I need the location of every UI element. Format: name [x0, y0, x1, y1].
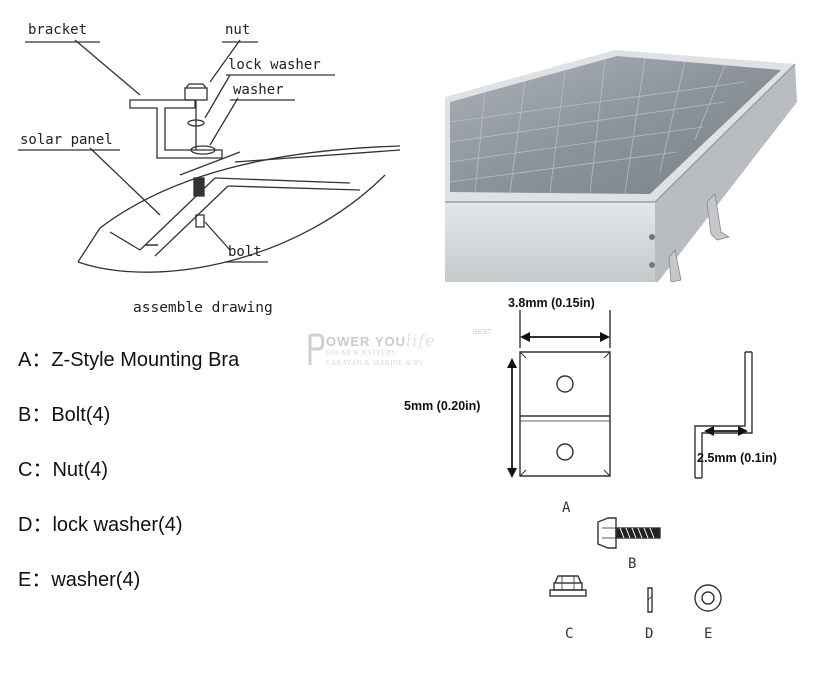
- plate-hole-top: [556, 375, 574, 393]
- nut-shape: [184, 87, 208, 101]
- panel-cells: [450, 56, 781, 194]
- part-list-item-a: A：Z-Style Mounting Bra: [18, 349, 240, 371]
- dim-depth: 2.5mm (0.1in): [697, 451, 777, 465]
- dim-height: 5mm (0.20in): [404, 399, 481, 413]
- components-drawing: [507, 310, 753, 613]
- part-letter-e: E: [704, 626, 713, 642]
- part-list-item-b: B：Bolt(4): [18, 404, 111, 426]
- panel-frame-side: [655, 64, 797, 282]
- label-washer: washer: [233, 82, 284, 98]
- part-letter-a: A: [562, 500, 571, 516]
- washer-part-outer: [694, 584, 722, 612]
- watermark-line1: SOLAR & BATTERY: [326, 349, 397, 357]
- part-list-item-d: D：lock washer(4): [18, 514, 183, 536]
- bracket-shape: [129, 99, 223, 159]
- dim-width: 3.8mm (0.15in): [508, 296, 595, 310]
- assembly-drawing: [18, 39, 401, 273]
- bracket-plate: [519, 351, 611, 477]
- panel-frame-front: [445, 202, 655, 282]
- bolt-head: [195, 214, 205, 228]
- brand-watermark: OWER YOUlife BEST SOLAR & BATTERY CARAVA…: [308, 325, 518, 375]
- watermark-line2: CARAVAN & MARINE & RV: [326, 359, 424, 367]
- bracket-side-profile: [694, 351, 753, 479]
- label-bracket: bracket: [28, 22, 88, 38]
- lockwasher-shape: [187, 119, 205, 127]
- label-nut: nut: [225, 22, 251, 38]
- watermark-brand: OWER YOU: [326, 334, 406, 349]
- solar-panel-photo: [445, 42, 800, 282]
- washer-part-inner: [701, 591, 715, 605]
- washer-shape: [190, 145, 216, 155]
- lockwasher-part-shape: [647, 587, 653, 613]
- part-list-item-c: C：Nut(4): [18, 459, 109, 481]
- part-letter-c: C: [565, 626, 574, 642]
- nut-part-shape: [549, 575, 587, 597]
- panel-bottom-curve: [77, 174, 386, 273]
- part-letter-b: B: [628, 556, 637, 572]
- watermark-brand-italic: life: [406, 331, 436, 350]
- label-solar-panel: solar panel: [20, 132, 113, 148]
- watermark-p-logo-icon: [308, 333, 324, 365]
- plate-hole-bottom: [556, 443, 574, 461]
- part-letter-d: D: [645, 626, 654, 642]
- bolt-body: [193, 177, 205, 197]
- part-list-item-e: E：washer(4): [18, 569, 141, 591]
- panel-top-edge: [99, 145, 401, 229]
- assembly-caption: assemble drawing: [133, 300, 273, 316]
- bolt-shape: [597, 517, 661, 549]
- label-bolt: bolt: [228, 244, 262, 260]
- label-lock-washer: lock washer: [228, 57, 321, 73]
- watermark-tag: BEST: [473, 329, 492, 336]
